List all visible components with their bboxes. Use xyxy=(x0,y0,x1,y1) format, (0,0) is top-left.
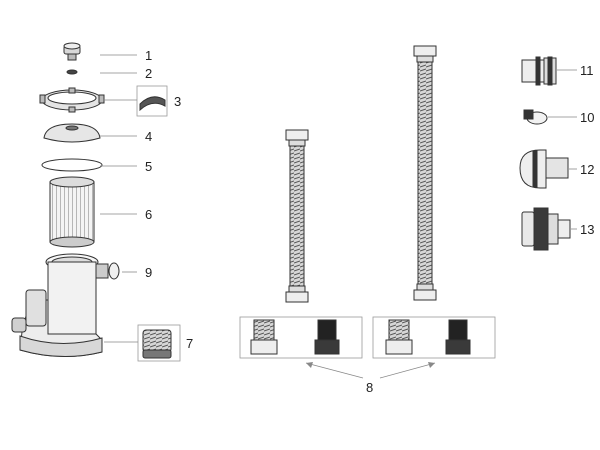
callout-2: 2 xyxy=(145,66,152,81)
callout-1: 1 xyxy=(145,48,152,63)
callout-7: 7 xyxy=(186,336,193,351)
part-12-plunger-valve xyxy=(519,149,569,189)
part-11-adapter xyxy=(521,56,557,86)
part-3-locking-ring xyxy=(39,87,105,113)
callout-10: 10 xyxy=(580,110,594,125)
part-7-detail-inset xyxy=(137,324,181,362)
part-6-filter-cartridge xyxy=(49,176,95,248)
callout-13: 13 xyxy=(580,222,594,237)
callout-4: 4 xyxy=(145,129,152,144)
callout-6: 6 xyxy=(145,207,152,222)
callout-12: 12 xyxy=(580,162,594,177)
callout-5: 5 xyxy=(145,159,152,174)
part-8-detail-box-right xyxy=(372,316,496,359)
callout-8: 8 xyxy=(366,380,373,395)
part-13-strainer-connector xyxy=(521,207,571,251)
part-10-hose-clamp xyxy=(523,109,548,125)
callout-11: 11 xyxy=(580,63,594,78)
pump-housing xyxy=(11,253,103,357)
part-5-o-ring-large xyxy=(41,158,103,172)
part-1-air-release-valve xyxy=(63,42,81,61)
leader-8 xyxy=(305,362,436,379)
part-8-hose-long xyxy=(413,45,437,301)
part-8-detail-box-left xyxy=(239,316,363,359)
callout-3: 3 xyxy=(174,94,181,109)
part-4-filter-cover xyxy=(43,123,101,143)
part-3-detail-inset xyxy=(136,85,168,117)
callout-9: 9 xyxy=(145,265,152,280)
part-8-hose-short xyxy=(285,129,309,303)
part-9-hose-connector-ring xyxy=(95,262,120,280)
part-2-o-ring-small xyxy=(66,69,78,75)
